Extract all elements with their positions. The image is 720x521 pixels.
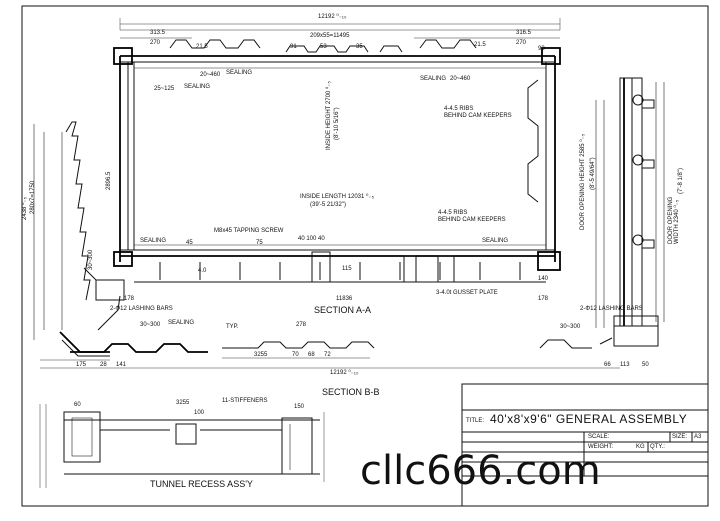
weight-label: WEIGHT: [588,444,613,450]
title-block [461,383,709,507]
dim-68: 68 [308,352,315,358]
dim-113: 113 [620,362,630,368]
section-aa-profile [40,339,620,369]
scale-label: SCALE: [588,434,610,440]
dim-280x7: 280x7=1750 [30,180,36,214]
dim-66: 66 [604,362,611,368]
size-value: A3 [694,434,702,440]
note-sealing-2: SEALING [184,84,211,90]
inside-height: INSIDE HEIGHT 2700 ⁰₋₅ [326,81,332,150]
dim-28: 28 [100,362,107,368]
note-ribs-1b: BEHIND CAM KEEPERS [444,113,512,119]
dim-50: 50 [642,362,649,368]
door-width: DOOR OPENING WIDTH 2340 ⁰₋₅ [668,196,680,244]
dim-93: 93 [538,46,545,52]
door-side-view [595,77,665,347]
dim-72: 72 [324,352,331,358]
dim-20-460-right: 20~460 [450,76,471,82]
dim-4-0: 4.0 [198,268,207,274]
inside-height-imp: (8'-10 5/16") [334,107,340,140]
note-typ: TYP. [226,324,239,330]
size-label: SIZE: [672,434,688,440]
dim-278: 278 [296,322,307,328]
overall-length-bottom: 12192 ⁰₋₁₀ [330,370,359,376]
note-sealing-3: SEALING [420,76,447,82]
left-corner-post-detail [83,267,125,301]
note-sealing-1: SEALING [226,70,253,76]
dim-150-bb: 150 [294,404,305,410]
note-stiffeners: 11-STIFFENERS [222,398,268,404]
dim-21-left: 21.5 [196,44,208,50]
note-sealing-6: SEALING [168,320,195,326]
tunnel-recess [39,404,325,488]
dim-2896: 2896.5 [106,171,112,190]
door-width-imp: (7'-8 1/8") [678,168,684,194]
dim-30-300-left: 30~300 [140,322,161,328]
dim-178-right: 178 [538,296,549,302]
dim-30-300-side: 30~300 [88,249,94,270]
inside-length-imp: (39'-5 21/32") [310,202,346,208]
note-gusset: 3-4.0t GUSSET PLATE [436,290,498,296]
dim-100-40: 40 100 40 [298,236,325,242]
watermark-text: cllc666.com [360,448,601,494]
note-sealing-5: SEALING [482,238,509,244]
dim-3255: 3255 [254,352,268,358]
dim-60-bb: 60 [74,402,81,408]
main-elevation [113,39,561,283]
dim-313: 313.5 [150,30,166,36]
dim-3255-bb: 3255 [176,400,190,406]
section-bb-title: SECTION B-B [322,387,380,397]
dim-178-left: 178 [124,296,135,302]
title-label: TITLE: [466,418,485,424]
dim-91: 91 [290,44,297,50]
dim-11836: 11836 [336,296,353,302]
door-height: DOOR OPENING HEIGHT 2585 ⁰₋₅ [580,133,586,230]
drawing-title: 40'x8'x9'6" GENERAL ASSEMBLY [490,412,688,426]
note-ribs-2: 4-4.5 RIBS [438,210,468,216]
dim-115: 115 [342,266,352,272]
dim-270-left: 270 [150,40,161,46]
dim-30-300-right: 30~300 [560,324,581,330]
dim-21-right: 21.5 [474,42,486,48]
dim-53: 53 [320,44,327,50]
dim-75: 75 [256,240,263,246]
dim-25-125: 25~125 [154,86,175,92]
qty-label: QTY.: [650,444,665,450]
dim-100-bb: 100 [194,410,205,416]
inside-length: INSIDE LENGTH 12031 ⁰₋₅ [300,194,375,200]
weight-unit: KG [636,444,645,450]
dim-316: 316.5 [516,30,532,36]
note-sealing-4: SEALING [140,238,167,244]
dim-141: 141 [116,362,127,368]
note-tapping-screw: M8x45 TAPPING SCREW [214,228,284,234]
dim-270-right: 270 [516,40,527,46]
dim-70: 70 [292,352,299,358]
note-lashing-right: 2-Φ12 LASHING BARS [580,306,643,312]
overall-length-top: 12192 ⁰₋₁₀ [318,14,347,20]
dim-45: 45 [186,240,193,246]
note-ribs-2b: BEHIND CAM KEEPERS [438,217,506,223]
note-ribs-1: 4-4.5 RIBS [444,106,474,112]
dim-140: 140 [538,276,549,282]
panel-pitch: 209x55=11495 [310,33,350,39]
dim-20-460-left: 20~460 [200,72,221,78]
tunnel-recess-title: TUNNEL RECESS ASS'Y [150,479,253,489]
note-lashing-left: 2-Φ12 LASHING BARS [110,306,173,312]
section-aa-title: SECTION A-A [314,305,372,315]
dim-175: 175 [76,362,87,368]
dim-35: 35 [356,44,363,50]
door-height-imp: (8'-5 49/64") [590,157,596,190]
sheet-border [21,5,709,507]
dim-2438: 2438 ⁰₋₅ [22,196,28,220]
top-dimensions [119,18,561,39]
